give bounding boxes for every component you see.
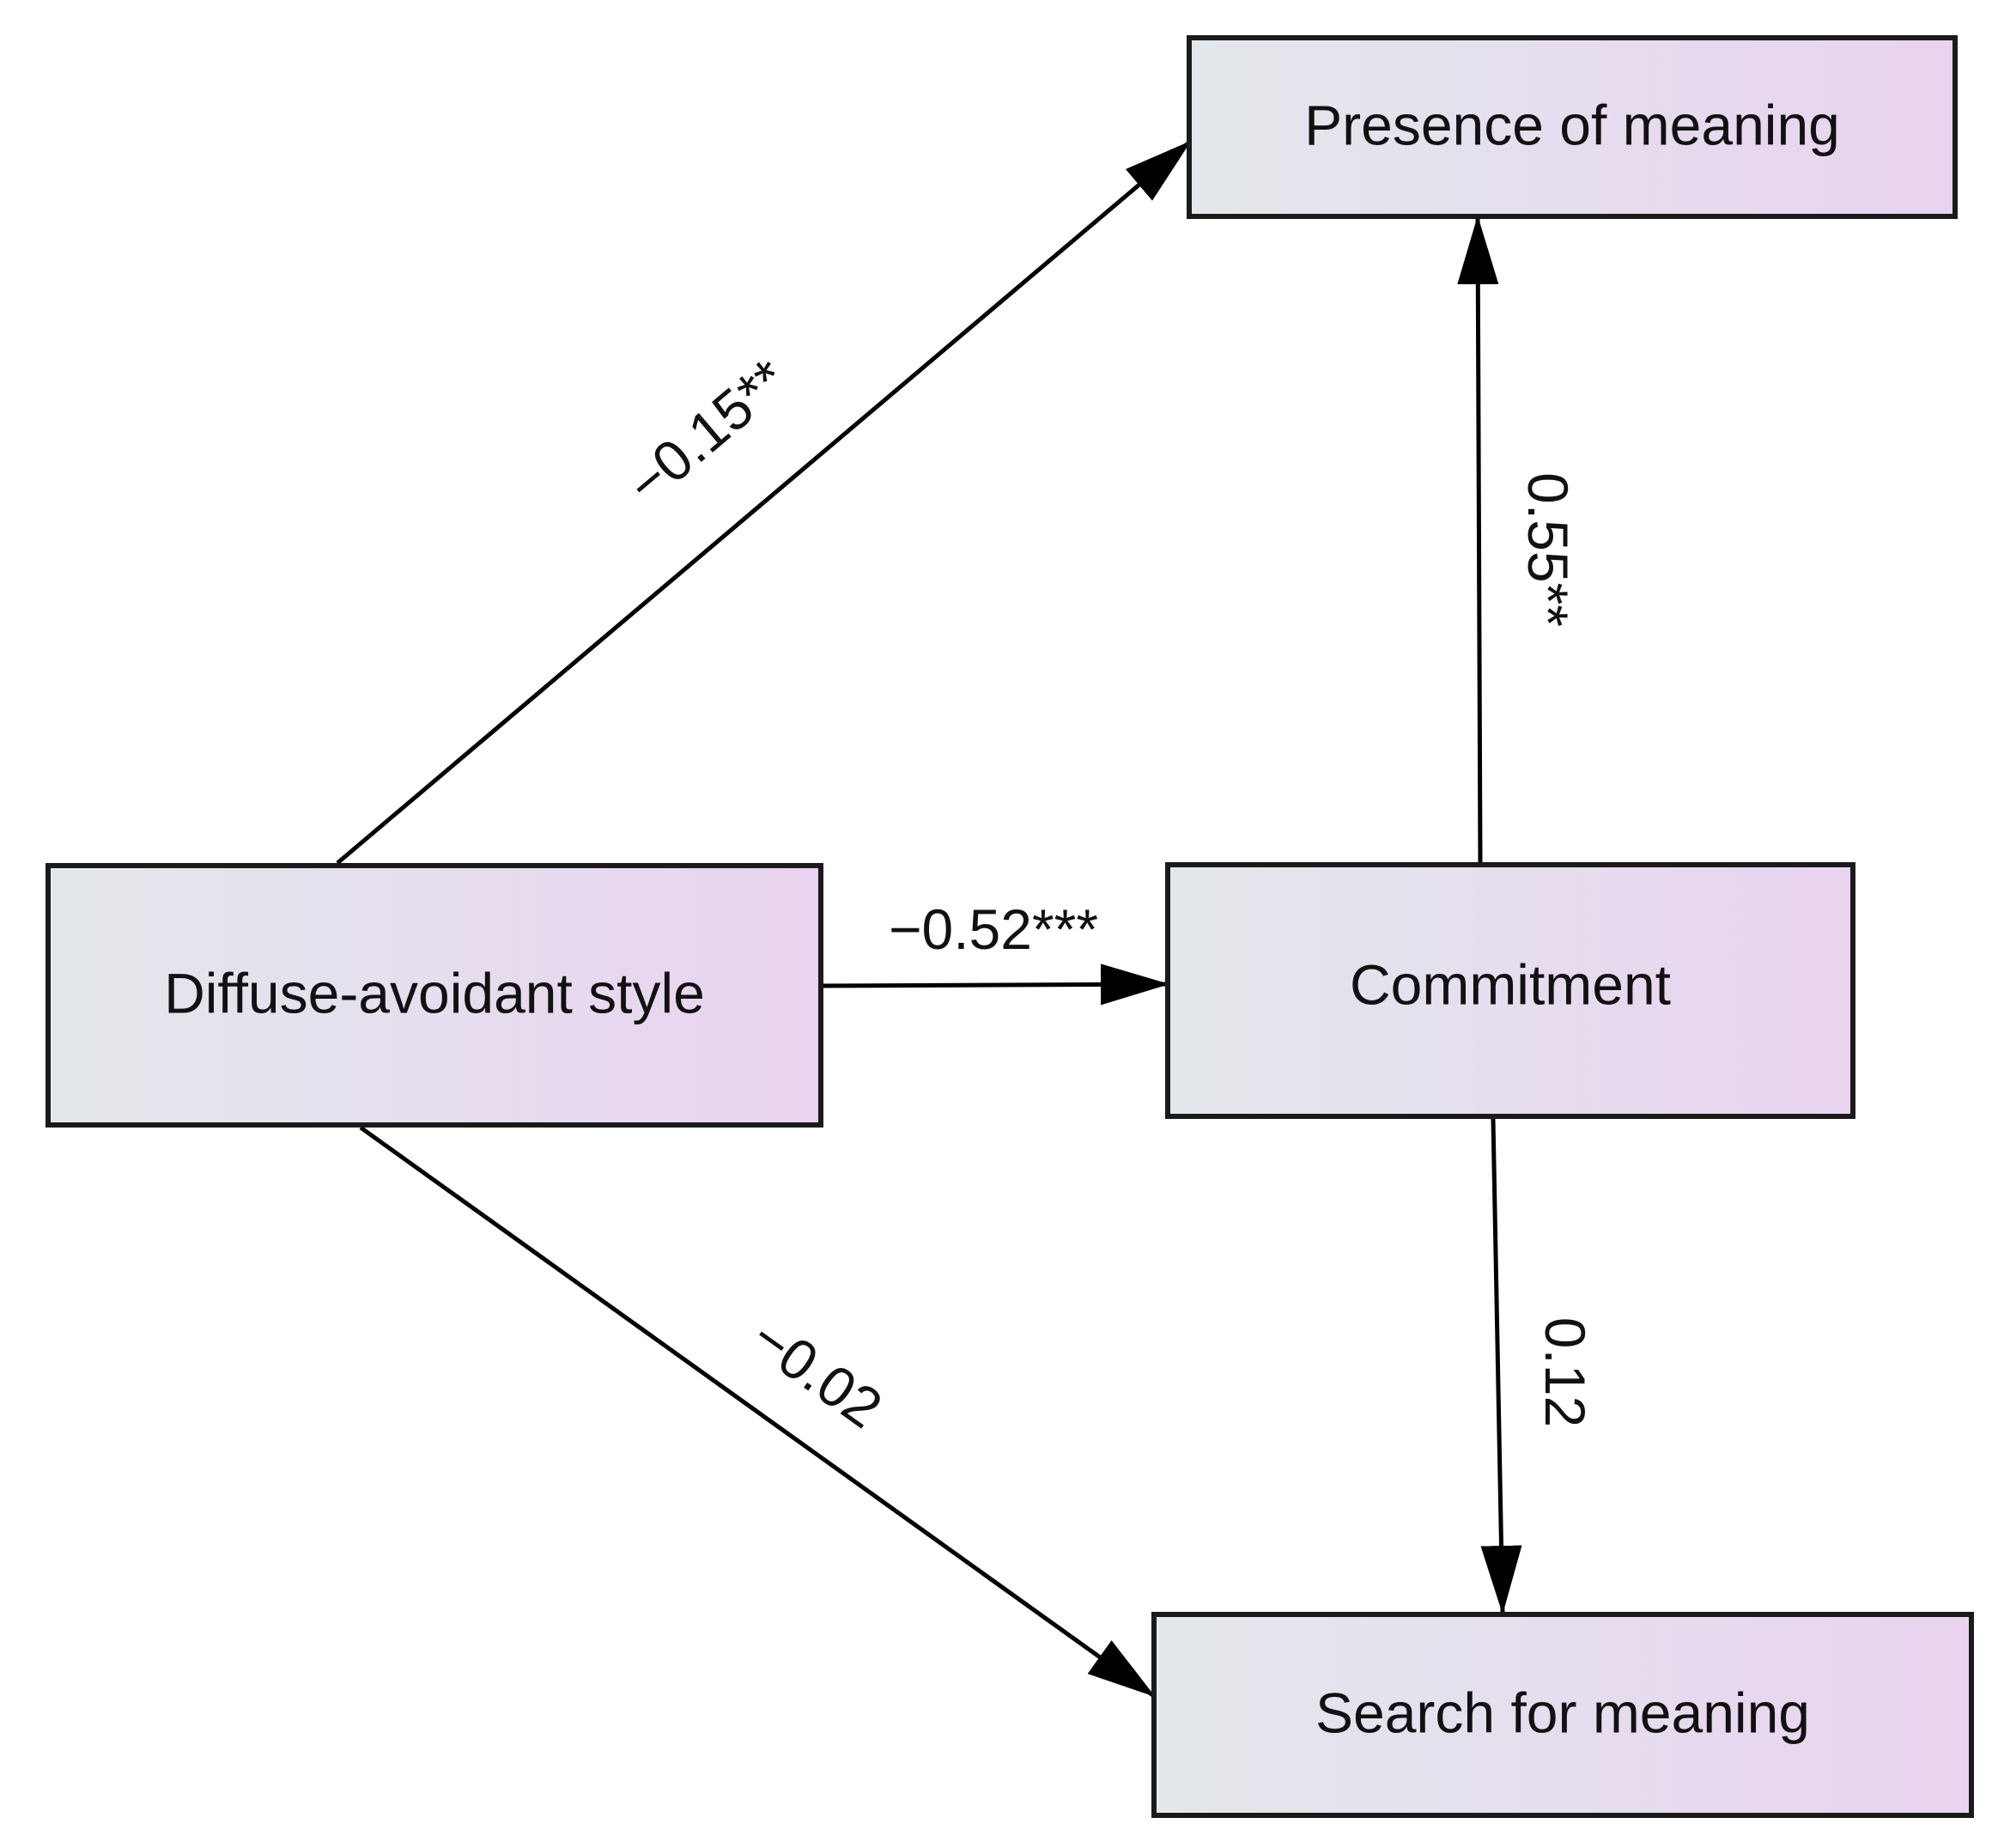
box-diffuse-avoidant-style — [46, 863, 823, 1128]
edge-diffuse-to-search: −0.02 — [359, 1125, 1156, 1699]
node-diffuse-avoidant-style: Diffuse-avoidant style — [46, 863, 823, 1128]
box-presence-of-meaning — [1187, 35, 1958, 219]
edge-diffuse-to-presence: −0.15** — [336, 140, 1192, 865]
coef-diffuse-search: −0.02 — [740, 1305, 894, 1440]
box-commitment — [1165, 862, 1855, 1119]
arrow-diffuse-presence — [336, 140, 1192, 865]
node-search-for-meaning: Search for meaning — [1151, 1612, 1974, 1818]
coef-commitment-presence: 0.55** — [1516, 472, 1580, 627]
edge-commitment-to-presence: 0.55** — [1457, 216, 1580, 866]
arrow-commitment-presence — [1457, 216, 1499, 866]
coef-commitment-search: 0.12 — [1533, 1317, 1597, 1427]
coef-diffuse-commitment: −0.52*** — [889, 897, 1098, 961]
arrow-diffuse-search — [359, 1125, 1156, 1699]
label-presence-of-meaning: Presence of meaning — [1304, 93, 1840, 156]
node-presence-of-meaning: Presence of meaning — [1187, 35, 1958, 219]
label-diffuse-avoidant-style: Diffuse-avoidant style — [164, 961, 705, 1024]
label-search-for-meaning: Search for meaning — [1315, 1681, 1810, 1744]
node-commitment: Commitment — [1165, 862, 1855, 1119]
edge-commitment-to-search: 0.12 — [1480, 1118, 1597, 1614]
arrow-diffuse-commitment — [822, 964, 1169, 1006]
edge-diffuse-to-commitment: −0.52*** — [822, 897, 1169, 1006]
coef-diffuse-presence: −0.15** — [615, 347, 799, 516]
label-commitment: Commitment — [1350, 952, 1671, 1016]
box-search-for-meaning — [1151, 1612, 1974, 1818]
arrow-commitment-search — [1480, 1118, 1522, 1614]
